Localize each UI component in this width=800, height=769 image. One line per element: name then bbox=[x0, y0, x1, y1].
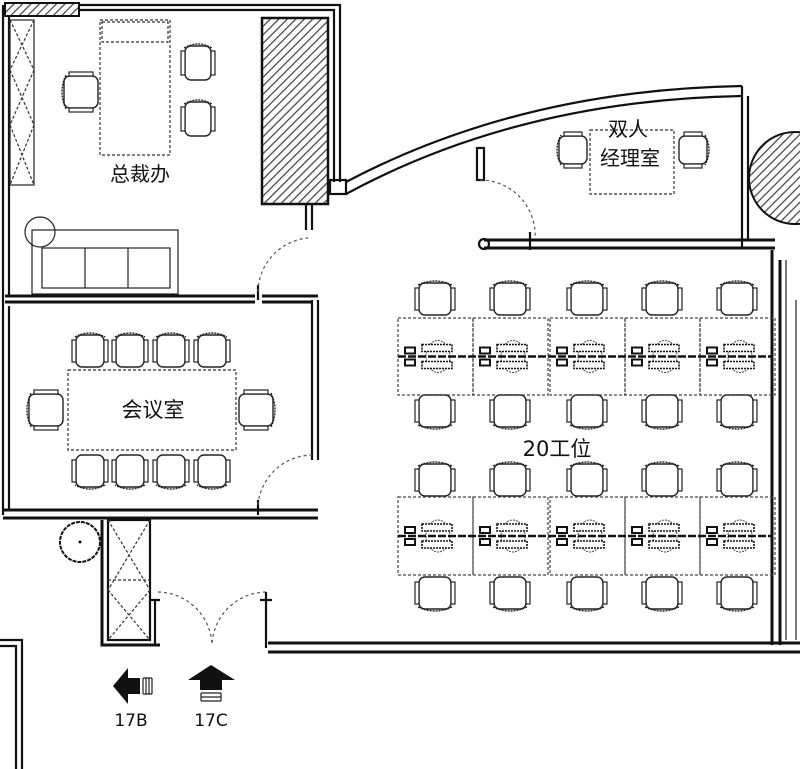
chair-icon bbox=[489, 576, 531, 612]
chair-icon bbox=[678, 131, 710, 169]
room-label-ceo-office: 总裁办 bbox=[110, 162, 170, 186]
chair-icon bbox=[716, 461, 758, 497]
arrow-up-icon bbox=[188, 665, 235, 690]
arrow-left-icon bbox=[113, 668, 140, 704]
chair-icon bbox=[566, 394, 608, 430]
chair-icon bbox=[152, 454, 190, 490]
room-label-workstations: 20工位 bbox=[523, 437, 592, 461]
room-label-manager-office-2: 经理室 bbox=[600, 146, 660, 170]
chair-icon bbox=[716, 394, 758, 430]
chair-icon bbox=[641, 394, 683, 430]
hatched-column bbox=[260, 16, 330, 206]
exit-label-17c: 17C bbox=[194, 711, 228, 731]
workstation-desks bbox=[397, 317, 776, 576]
chair-icon bbox=[716, 576, 758, 612]
exit-17b: 17B bbox=[113, 668, 153, 731]
lamp-icon bbox=[24, 216, 56, 248]
chair-icon bbox=[414, 394, 456, 430]
chair-icon bbox=[566, 576, 608, 612]
exit-label-17b: 17B bbox=[114, 711, 147, 731]
cabinet bbox=[9, 19, 35, 186]
chair-icon bbox=[556, 131, 588, 169]
room-label-manager-office-1: 双人 bbox=[608, 117, 648, 141]
sofa bbox=[31, 229, 179, 295]
chair-icon bbox=[566, 280, 608, 316]
chair-icon bbox=[111, 454, 149, 490]
manager-desk bbox=[589, 129, 675, 195]
chair-icon bbox=[414, 576, 456, 612]
chair-icon bbox=[716, 280, 758, 316]
meeting-table bbox=[67, 369, 237, 451]
exit-17c: 17C bbox=[188, 665, 235, 731]
chair-icon bbox=[414, 461, 456, 497]
chair-icon bbox=[641, 576, 683, 612]
chair-icon bbox=[152, 332, 190, 368]
furniture bbox=[9, 19, 675, 451]
chair-icon bbox=[193, 454, 231, 490]
chair-icon bbox=[180, 99, 216, 137]
room-label-meeting-room: 会议室 bbox=[122, 398, 185, 422]
chair-icon bbox=[641, 461, 683, 497]
hatched-round-column bbox=[748, 131, 800, 225]
chair-icon bbox=[180, 43, 216, 81]
chair-icon bbox=[489, 461, 531, 497]
chair-icon bbox=[641, 280, 683, 316]
chair-icon bbox=[489, 280, 531, 316]
chair-icon bbox=[238, 389, 276, 431]
chairs bbox=[26, 43, 758, 612]
chair-icon bbox=[193, 332, 231, 368]
chair-icon bbox=[566, 461, 608, 497]
chair-icon bbox=[414, 280, 456, 316]
chair-icon bbox=[71, 332, 109, 368]
chair-icon bbox=[26, 389, 64, 431]
ceo-desk bbox=[99, 19, 171, 156]
hatched-wall-segment bbox=[4, 2, 80, 17]
chair-icon bbox=[111, 332, 149, 368]
chair-icon bbox=[489, 394, 531, 430]
chair-icon bbox=[71, 454, 109, 490]
chair-icon bbox=[61, 71, 99, 113]
